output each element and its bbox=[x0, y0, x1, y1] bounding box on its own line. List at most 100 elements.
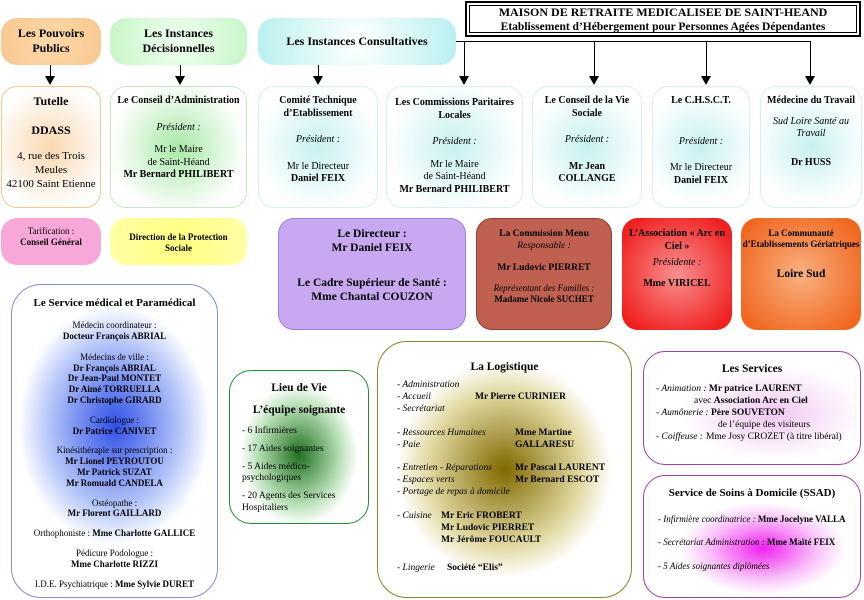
tarification-name: Conseil Général bbox=[20, 237, 82, 248]
services-aumonerie-name: Père SOUVETON bbox=[710, 407, 785, 418]
direction-protection-box: Direction de la Protection Sociale bbox=[110, 218, 247, 265]
tarification-label: Tarification : bbox=[27, 226, 75, 236]
conseil-vie-sociale-title: Le Conseil de la Vie Sociale bbox=[544, 95, 630, 119]
logistique-secretariat: - Secrétariat bbox=[397, 403, 445, 414]
association-title: L’Association « Arc en Ciel » bbox=[629, 228, 725, 252]
medecin-coordinateur-name: Docteur François ABRIAL bbox=[62, 330, 167, 341]
tutelle-address-2: 42100 Saint Etienne bbox=[6, 177, 96, 190]
ssad-secretariat-label: - Secrétariat Administration : bbox=[658, 537, 765, 548]
cardiologue-label: Cardiologue : bbox=[89, 414, 140, 425]
logistique-espaces-row: - Espaces verts Mr Bernard ESCOT bbox=[397, 475, 627, 487]
medecin-ville-name: Dr Aimé TORRUELLA bbox=[68, 384, 161, 395]
logistique-portage: - Portage de repas à domicile bbox=[397, 487, 510, 498]
tutelle-title: Tutelle bbox=[33, 94, 69, 108]
medecine-travail-name: Dr HUSS bbox=[790, 156, 832, 168]
lieu-vie-title: Lieu de Vie bbox=[271, 382, 327, 394]
conseil-administration-role: Président : bbox=[156, 121, 201, 133]
conseil-vie-sociale-line1: Mr Jean bbox=[568, 160, 606, 172]
communaute-name: Loire Sud bbox=[776, 267, 826, 280]
medecin-ville-name: Dr François ABRIAL bbox=[73, 362, 156, 373]
lieu-vie-box: Lieu de Vie L’équipe soignante - 6 Infir… bbox=[229, 370, 369, 524]
pouvoirs-publics-label: Les Pouvoirs Publics bbox=[17, 26, 85, 55]
medecine-travail-box: Médecine du Travail Sud Loire Santé au T… bbox=[760, 86, 862, 208]
ssad-list: - Infirmière coordinatrice : Mme Jocelyn… bbox=[658, 514, 856, 572]
association-name: Mme VIRICEL bbox=[643, 277, 711, 289]
pouvoirs-publics-box: Les Pouvoirs Publics bbox=[1, 18, 101, 65]
lieu-vie-item: - 5 Aides médico-psychologiques bbox=[242, 461, 310, 484]
tutelle-address-1: 4, rue des Trois Meules bbox=[17, 150, 85, 176]
arrow bbox=[313, 76, 323, 85]
services-coiffeuse-label: - Coiffeuse : bbox=[656, 431, 703, 442]
services-aumonerie-rest: de l’équipe des visiteurs bbox=[718, 419, 811, 430]
lieu-vie-item: - 6 Infirmières bbox=[242, 425, 297, 436]
conseil-administration-title: Le Conseil d’Administration bbox=[117, 95, 240, 106]
ssad-infirmiere-name: Mme Jocelyne VALLA bbox=[757, 514, 846, 524]
commissions-paritaires-title: Les Commissions Paritaires Locales bbox=[395, 97, 514, 121]
pedicure-label: Pédicure Podologue : bbox=[76, 547, 153, 558]
ssad-secretariat-name: Mme Maïté FEIX bbox=[766, 537, 836, 548]
connector bbox=[594, 41, 595, 78]
medecin-ville-name: Dr Christophe GIRARD bbox=[67, 394, 162, 405]
medecin-ville-name: Dr Jean-Paul MONTET bbox=[67, 373, 162, 384]
logistique-espaces: - Espaces verts bbox=[397, 475, 455, 486]
directeur-title: Le Directeur : bbox=[337, 228, 407, 240]
establishment-title-box: MAISON DE RETRAITE MEDICALISEE DE SAINT-… bbox=[465, 1, 861, 37]
association-role: Présidente : bbox=[652, 257, 702, 268]
ssad-box: Service de Soins à Domicile (SSAD) - Inf… bbox=[643, 475, 861, 598]
connector bbox=[706, 41, 707, 78]
conseil-vie-sociale-name: COLLANGE bbox=[558, 173, 616, 184]
conseil-vie-sociale-role: Président : bbox=[564, 134, 610, 145]
services-animation-with: avec bbox=[694, 395, 712, 406]
services-aumonerie-row: - Aumônerie : Père SOUVETON bbox=[656, 408, 856, 420]
logistique-espaces-name: Mr Bernard ESCOT bbox=[515, 475, 600, 486]
connector bbox=[318, 65, 319, 78]
logistique-accueil: - Accueil bbox=[397, 391, 431, 402]
instances-decisionnelles-box: Les Instances Décisionnelles bbox=[110, 18, 247, 65]
kine-label: Kinésithérapie sur prescription : bbox=[56, 445, 173, 456]
medecin-coordinateur-label: Médecin coordinateur : bbox=[72, 320, 157, 331]
instances-decisionnelles-label: Les Instances Décisionnelles bbox=[142, 26, 215, 55]
commissions-paritaires-line1: Mr le Maire bbox=[430, 158, 479, 170]
ssad-secretariat-row: - Secrétariat Administration : Mme Maïté… bbox=[658, 537, 856, 548]
establishment-title: MAISON DE RETRAITE MEDICALISEE DE SAINT-… bbox=[498, 5, 828, 19]
instances-consultatives-label: Les Instances Consultatives bbox=[286, 34, 428, 48]
commission-menu-title: La Commission Menu bbox=[499, 229, 589, 239]
services-box: Les Services - Animation : Mr patrice LA… bbox=[643, 351, 861, 465]
kine-name: Mr Lionel PEYROUTOU bbox=[65, 456, 164, 467]
logistique-admin: - Administration bbox=[397, 380, 460, 390]
conseil-administration-box: Le Conseil d’Administration Président : … bbox=[110, 86, 247, 208]
commission-menu-name2: Madame Nicole SUCHET bbox=[494, 293, 594, 304]
connector bbox=[50, 65, 51, 78]
arrow bbox=[805, 76, 815, 85]
communaute-box: La Communauté d’Etablissements Gériatriq… bbox=[741, 218, 861, 330]
logistique-rh-name: Mme Martine GALLARESU bbox=[515, 427, 575, 450]
chsct-role: Président : bbox=[678, 135, 724, 147]
commission-menu-role: Responsable : bbox=[517, 240, 571, 251]
logistique-box: La Logistique - Administration - Accueil… bbox=[377, 341, 632, 598]
lieu-vie-subtitle: L’équipe soignante bbox=[252, 404, 346, 417]
logistique-lingerie-name: Société “Elis” bbox=[447, 562, 503, 573]
instances-consultatives-box: Les Instances Consultatives bbox=[258, 18, 456, 65]
direction-protection-label: Direction de la Protection Sociale bbox=[129, 232, 228, 254]
chsct-title: Le C.H.S.C.T. bbox=[671, 95, 731, 106]
logistique-cuisine-name: Mr Ludovic PIERRET bbox=[441, 522, 535, 533]
directeur-name: Mr Daniel FEIX bbox=[331, 242, 413, 255]
commissions-paritaires-role: Président : bbox=[432, 136, 477, 147]
osteopathe-label: Ostéopathe : bbox=[91, 497, 138, 508]
lieu-vie-list: - 6 Infirmières - 17 Aides soignantes - … bbox=[230, 418, 368, 515]
comite-technique-role: Président : bbox=[295, 134, 341, 145]
conseil-vie-sociale-box: Le Conseil de la Vie Sociale Président :… bbox=[532, 86, 642, 208]
arrow bbox=[589, 76, 599, 85]
directeur-box: Le Directeur : Mr Daniel FEIX Le Cadre S… bbox=[278, 218, 466, 330]
service-medical-title: Le Service médical et Paramédical bbox=[33, 297, 196, 309]
services-animation-label: - Animation : bbox=[656, 384, 707, 394]
cadre-sante-name: Mme Chantal COUZON bbox=[311, 291, 433, 304]
chsct-line1: Mr le Directeur bbox=[669, 162, 733, 173]
services-animation-row: - Animation : Mr patrice LAURENT bbox=[656, 384, 856, 396]
chsct-box: Le C.H.S.C.T. Président : Mr le Directeu… bbox=[652, 86, 750, 208]
